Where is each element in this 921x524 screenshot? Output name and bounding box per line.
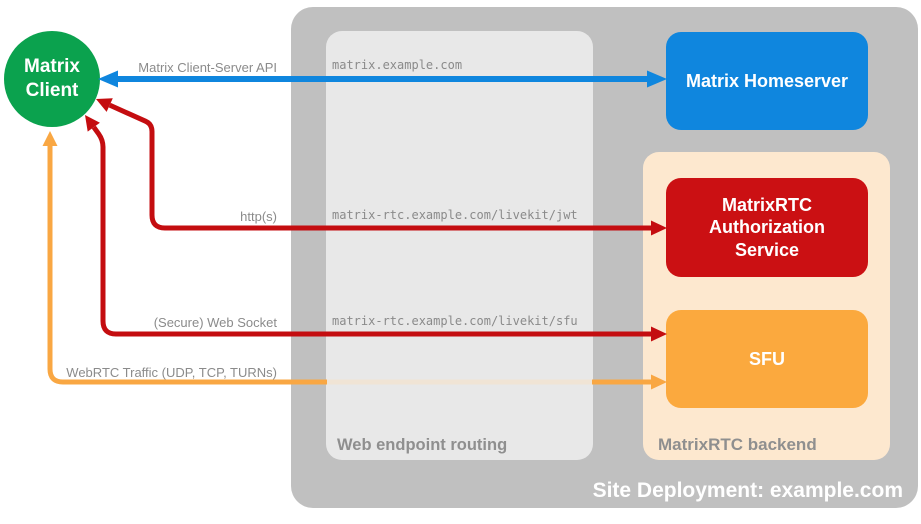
client-server-api-label: Matrix Client-Server API: [138, 60, 277, 75]
endpoint-matrix-example: matrix.example.com: [332, 58, 463, 72]
matrixrtc-backend-label: MatrixRTC backend: [658, 435, 817, 454]
matrix-client-node: Matrix Client: [4, 31, 100, 127]
matrixrtc-authorization-service-node: MatrixRTC Authorization Service: [666, 178, 868, 277]
sfu-label: SFU: [749, 348, 785, 369]
sfu-node: SFU: [666, 310, 868, 408]
site-deployment-label: Site Deployment: example.com: [592, 479, 903, 502]
https-label: http(s): [240, 209, 277, 224]
arrowhead-to-client-icon: [85, 115, 100, 132]
matrix-client-label-line2: Client: [25, 80, 79, 101]
matrix-homeserver-node: Matrix Homeserver: [666, 32, 868, 130]
arrowhead-left-icon: [98, 70, 118, 88]
websocket-label: (Secure) Web Socket: [153, 315, 277, 330]
endpoint-livekit-jwt: matrix-rtc.example.com/livekit/jwt: [332, 208, 578, 222]
arrowhead-to-client-icon: [42, 131, 58, 146]
webrtc-traffic-label: WebRTC Traffic (UDP, TCP, TURNs): [66, 365, 277, 380]
arrowhead-to-client-icon: [96, 98, 113, 112]
endpoint-livekit-sfu: matrix-rtc.example.com/livekit/sfu: [332, 314, 578, 328]
matrixrtc-authorization-service-label: MatrixRTC Authorization Service: [709, 194, 825, 260]
web-endpoint-routing-label: Web endpoint routing: [337, 436, 508, 454]
matrix-homeserver-label: Matrix Homeserver: [685, 70, 849, 91]
matrix-client-label-line1: Matrix: [24, 56, 80, 78]
web-endpoint-routing-box: [326, 31, 593, 460]
